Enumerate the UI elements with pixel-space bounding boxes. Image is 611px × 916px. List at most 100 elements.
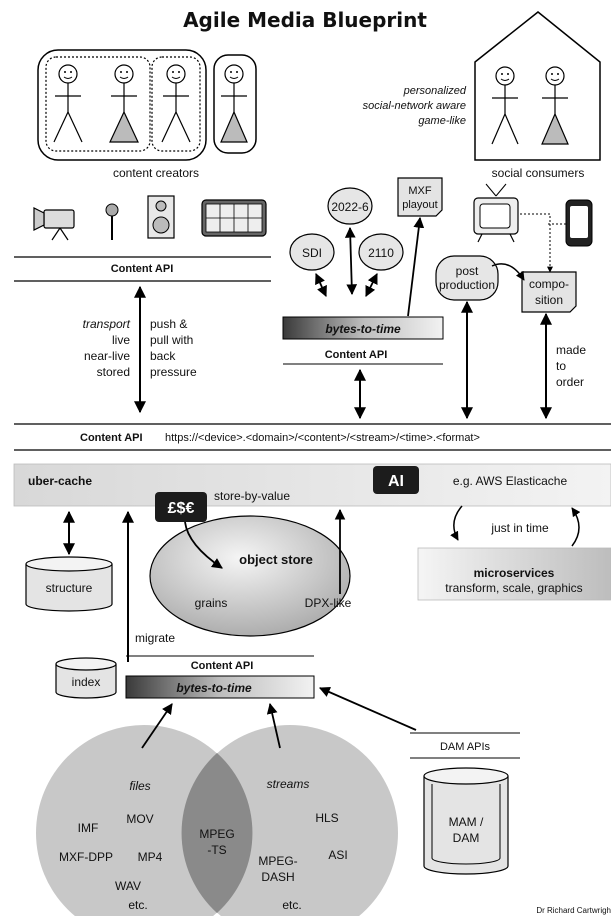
post-to-composition-arrow bbox=[491, 263, 525, 281]
stream-item: etc. bbox=[282, 898, 301, 912]
consumer-person-icon bbox=[541, 66, 569, 145]
smpte-2022-arrow bbox=[344, 226, 358, 296]
svg-text:push &: push & bbox=[150, 317, 187, 331]
transport-mode-near-live: near-live bbox=[84, 349, 130, 363]
bubble-sdi: SDI bbox=[289, 233, 335, 271]
streams-heading: streams bbox=[267, 777, 310, 791]
ai-badge bbox=[373, 466, 419, 494]
files-to-bytes-arrow bbox=[141, 703, 173, 749]
svg-text:compo-: compo- bbox=[529, 277, 569, 291]
content-creators-group: content creators bbox=[37, 49, 257, 180]
composition-box: compo- sition bbox=[521, 271, 577, 313]
files-heading: files bbox=[129, 779, 150, 793]
consumer-person-icon bbox=[491, 66, 519, 145]
object-store-ellipse bbox=[149, 515, 351, 637]
object-store-label: object store bbox=[239, 552, 313, 567]
speaker-icon bbox=[147, 195, 175, 239]
push-pull-text: push & pull with back pressure bbox=[150, 317, 197, 379]
transport-modes: transport live near-live stored bbox=[83, 317, 131, 379]
svg-text:order: order bbox=[556, 375, 584, 389]
svg-text:post: post bbox=[456, 264, 479, 278]
svg-text:MXF: MXF bbox=[408, 185, 432, 197]
streams-items: streams HLS ASI MPEG- DASH etc. bbox=[258, 777, 347, 912]
creators-dotted-single bbox=[151, 56, 201, 152]
creator-standalone-frame bbox=[213, 54, 257, 154]
svg-text:to: to bbox=[556, 359, 566, 373]
uber-cache-label: uber-cache bbox=[28, 474, 92, 488]
migrate-label: migrate bbox=[135, 631, 175, 645]
svg-text:pull with: pull with bbox=[150, 333, 193, 347]
uber-cache-example: e.g. AWS Elasticache bbox=[453, 474, 568, 488]
files-items: files IMF MOV MXF-DPP MP4 WAV etc. bbox=[59, 779, 163, 912]
video-wall-icon bbox=[201, 199, 267, 237]
social-consumers-group: personalized social-network aware game-l… bbox=[363, 11, 601, 180]
bytes-to-time-bottom-bar bbox=[125, 675, 315, 699]
creator-person-icon bbox=[220, 64, 248, 143]
currency-to-object-store-arrow bbox=[184, 521, 223, 569]
smpte-2110-arrow bbox=[365, 273, 378, 297]
microphone-icon bbox=[105, 203, 119, 240]
venn-overlap bbox=[181, 753, 253, 913]
social-consumers-label: social consumers bbox=[492, 166, 585, 180]
svg-text:-TS: -TS bbox=[207, 843, 226, 857]
svg-text:MPEG: MPEG bbox=[199, 827, 234, 841]
svg-text:playout: playout bbox=[402, 199, 437, 211]
mxf-playout-box: MXF playout bbox=[397, 177, 443, 217]
microservices-box bbox=[417, 547, 611, 601]
file-item: MP4 bbox=[138, 850, 163, 864]
structure-label: structure bbox=[46, 581, 93, 595]
bytes-to-time-top-label: bytes-to-time bbox=[325, 322, 401, 336]
bubble-2022-6: 2022-6 bbox=[327, 187, 373, 225]
stream-item: ASI bbox=[328, 848, 347, 862]
bytes-to-time-bottom-label: bytes-to-time bbox=[176, 681, 252, 695]
svg-text:back: back bbox=[150, 349, 176, 363]
consumers-house-outline bbox=[474, 11, 601, 161]
url-bar-api-label: Content API bbox=[80, 432, 143, 444]
diagram-title: Agile Media Blueprint bbox=[183, 8, 427, 32]
creator-person-icon bbox=[109, 64, 139, 143]
bytes-to-time-top-bar bbox=[282, 316, 444, 340]
transport-mode-live: live bbox=[112, 333, 130, 347]
mxf-playout-arrow bbox=[407, 216, 425, 317]
transport-mode-stored: stored bbox=[97, 365, 130, 379]
index-label: index bbox=[72, 675, 101, 689]
mam-dam-label-2: DAM bbox=[453, 831, 480, 845]
content-api-mid-label: Content API bbox=[325, 349, 388, 361]
content-creators-label: content creators bbox=[113, 166, 199, 180]
content-api-bottom-label: Content API bbox=[191, 660, 254, 672]
file-item: MOV bbox=[126, 812, 153, 826]
index-store: index bbox=[55, 657, 117, 699]
creators-dotted-pair bbox=[45, 56, 151, 152]
object-store-grains: grains bbox=[195, 596, 228, 610]
dam-apis-label: DAM APIs bbox=[440, 741, 491, 753]
svg-text:made: made bbox=[556, 343, 586, 357]
smartphone-icon bbox=[565, 199, 593, 247]
made-to-order-label: made to order bbox=[556, 343, 586, 389]
file-item: MXF-DPP bbox=[59, 850, 113, 864]
microservices-to-cache-arrow bbox=[571, 507, 581, 547]
svg-text:2022-6: 2022-6 bbox=[331, 200, 369, 214]
structure-store: structure bbox=[25, 556, 113, 612]
svg-text:sition: sition bbox=[535, 293, 563, 307]
post-production-box: post production bbox=[435, 255, 499, 301]
sdi-arrow bbox=[315, 273, 327, 297]
stream-item: HLS bbox=[315, 811, 338, 825]
svg-text:SDI: SDI bbox=[302, 246, 322, 260]
microservices-label: microservices bbox=[474, 566, 555, 580]
svg-text:pressure: pressure bbox=[150, 365, 197, 379]
tv-to-composition-dotted bbox=[520, 213, 553, 273]
cache-to-microservices-arrow bbox=[450, 505, 463, 541]
consumer-trait-game: game-like bbox=[418, 115, 466, 127]
dam-to-bytes-arrow bbox=[319, 686, 417, 731]
mpeg-ts-label: MPEG -TS bbox=[199, 827, 234, 857]
ai-label: AI bbox=[388, 473, 404, 490]
creator-person-icon bbox=[161, 64, 191, 143]
currency-badge bbox=[155, 492, 207, 522]
files-streams-venn bbox=[36, 725, 398, 916]
transport-heading: transport bbox=[83, 317, 131, 331]
stream-item: DASH bbox=[261, 870, 294, 884]
creators-outer-frame bbox=[37, 49, 207, 161]
svg-text:2110: 2110 bbox=[368, 246, 394, 260]
stream-item: MPEG- bbox=[258, 854, 297, 868]
